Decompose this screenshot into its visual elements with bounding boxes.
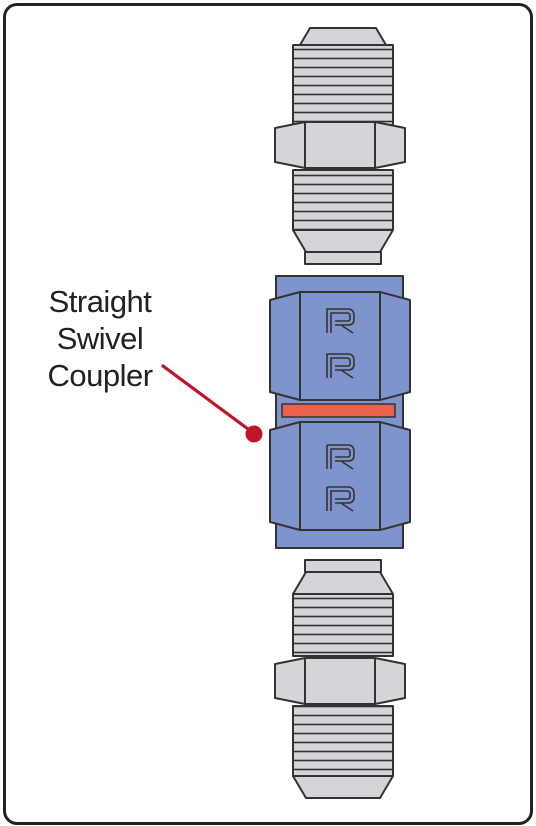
top-fitting-icon: [274, 27, 406, 265]
bottom-fitting-icon: [274, 559, 406, 799]
callout-leader: [161, 364, 263, 443]
brand-logo-r-icon: [326, 308, 355, 512]
callout-line-1: Straight: [48, 284, 152, 319]
callout-line-2: Swivel: [56, 321, 144, 356]
swivel-coupler-icon: [269, 275, 411, 549]
callout-label: Straight Swivel Coupler: [30, 283, 170, 394]
callout-line-3: Coupler: [47, 358, 153, 393]
diagram-frame: [3, 3, 533, 825]
